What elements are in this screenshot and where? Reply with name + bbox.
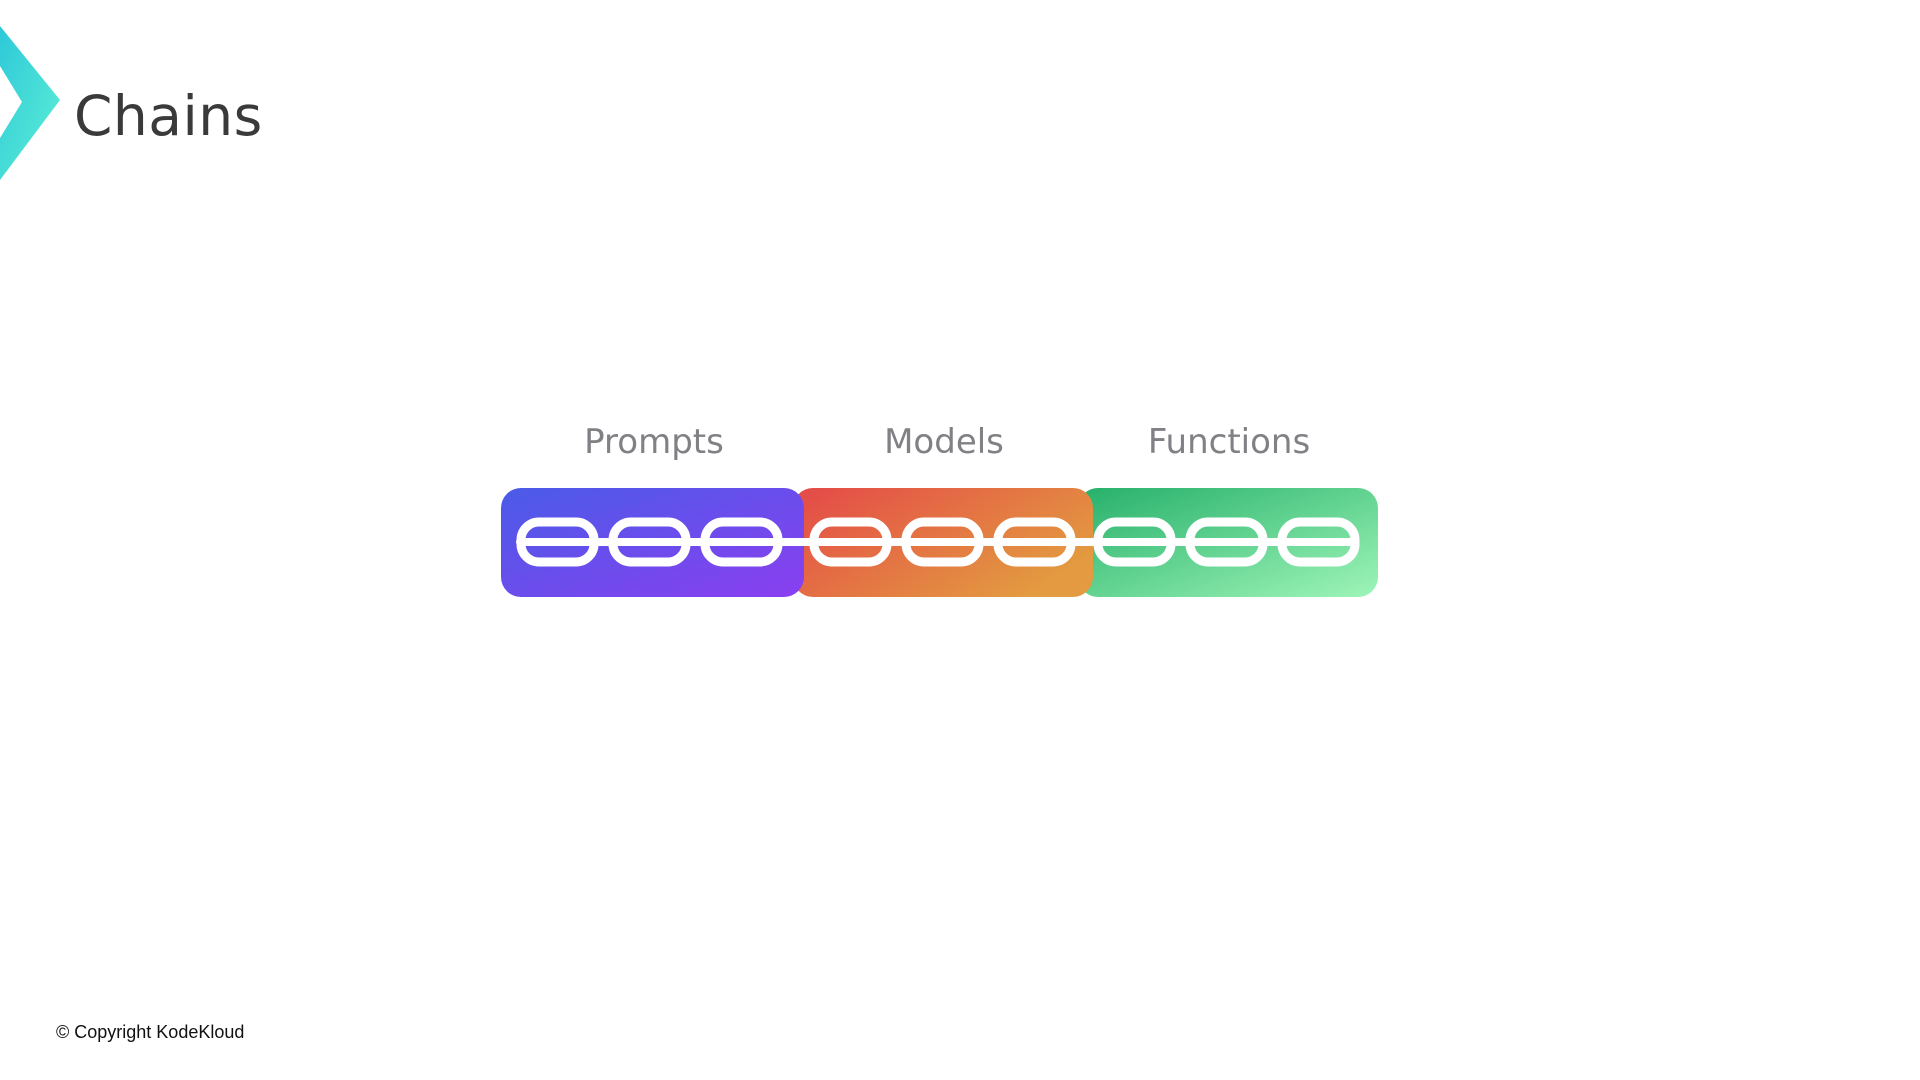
chain-link-icon: [608, 517, 691, 567]
chain-link-icon: [1093, 517, 1176, 567]
chain-link-icon: [1185, 517, 1268, 567]
chain-link-icon: [993, 517, 1076, 567]
segment-label-functions: Functions: [1147, 422, 1311, 462]
segment-label-models: Models: [884, 422, 1004, 462]
slide-title: Chains: [74, 84, 263, 148]
chain-link-icon: [700, 517, 783, 567]
chain-link-icon: [901, 517, 984, 567]
chain-link-icon: [1277, 517, 1360, 567]
chevron-logo-icon: [0, 26, 60, 180]
copyright-footer: © Copyright KodeKloud: [56, 1022, 245, 1042]
chain-link-icon: [516, 517, 599, 567]
segment-label-prompts: Prompts: [584, 422, 724, 462]
chain-link-icon: [809, 517, 892, 567]
